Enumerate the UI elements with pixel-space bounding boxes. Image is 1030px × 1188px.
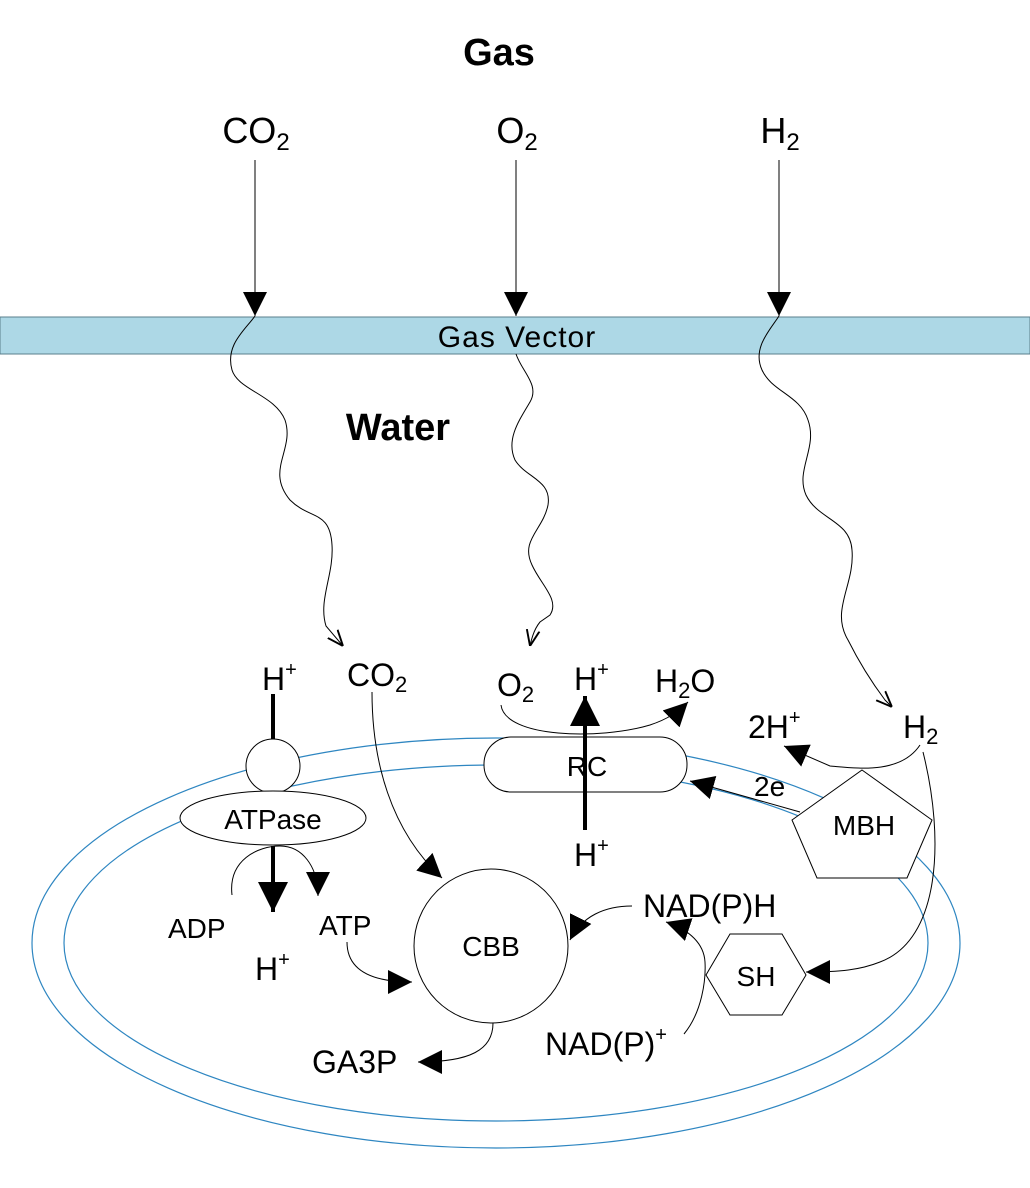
h-plus-rc-bottom: H+ [574, 835, 609, 873]
atpase-body [179, 790, 367, 846]
nadp-plus-label: NAD(P)+ [545, 1024, 667, 1062]
co2-cell-label: CO2 [347, 657, 407, 697]
mbh-electron-transfer-arrow [689, 775, 801, 813]
sh-hydrogenase [705, 933, 807, 1016]
cbb-cycle [413, 868, 569, 1024]
atpase-f0-subunit [245, 738, 301, 794]
o2-cell-label: O2 [497, 667, 534, 707]
outer-membrane [31, 737, 961, 1149]
adp-to-atp-arrow [231, 845, 330, 897]
nadph-label: NAD(P)H [643, 888, 776, 924]
h-plus-atpase-top: H+ [262, 659, 297, 697]
gas-vector-band [0, 316, 1030, 355]
nadph-to-cbb-arrow [569, 905, 633, 941]
gas-heading: Gas [463, 32, 535, 74]
h2o-label: H2O [655, 663, 715, 703]
gas-vector-label: Gas Vector [438, 321, 596, 354]
atpase-label: ATPase [224, 804, 322, 835]
water-heading: Water [346, 407, 450, 449]
gas-h2-label: H2 [760, 110, 799, 156]
h2-to-sh-arrow [805, 751, 936, 984]
adp-label: ADP [168, 913, 226, 944]
o2-to-h2o-arrow [500, 701, 689, 735]
ga3p-label: GA3P [312, 1044, 397, 1080]
nadp-to-nadph-arrow [665, 918, 706, 1035]
atp-to-cbb-arrow [346, 941, 413, 994]
mbh-hydrogenase [791, 769, 933, 879]
h-plus-atpase-bottom: H+ [255, 949, 290, 987]
co2-diffusion-path [230, 315, 343, 646]
h2-cell-label: H2 [903, 709, 938, 749]
sh-label: SH [737, 961, 776, 992]
o2-diffusion-path [511, 353, 554, 646]
cbb-to-ga3p-arrow [417, 1022, 494, 1074]
gas-o2-label: O2 [496, 110, 537, 156]
atp-label: ATP [319, 910, 371, 941]
mbh-label: MBH [833, 810, 895, 841]
co2-to-cbb-arrow [371, 691, 443, 879]
cbb-label: CBB [462, 931, 520, 962]
two-h-plus-label: 2H+ [748, 707, 801, 745]
gas-co2-label: CO2 [222, 110, 289, 156]
h2-diffusion-path [758, 315, 892, 707]
h2-to-2h-plus-arrow [783, 744, 921, 769]
two-electrons-label: 2e [754, 771, 785, 802]
h-plus-rc-top: H+ [574, 659, 609, 697]
